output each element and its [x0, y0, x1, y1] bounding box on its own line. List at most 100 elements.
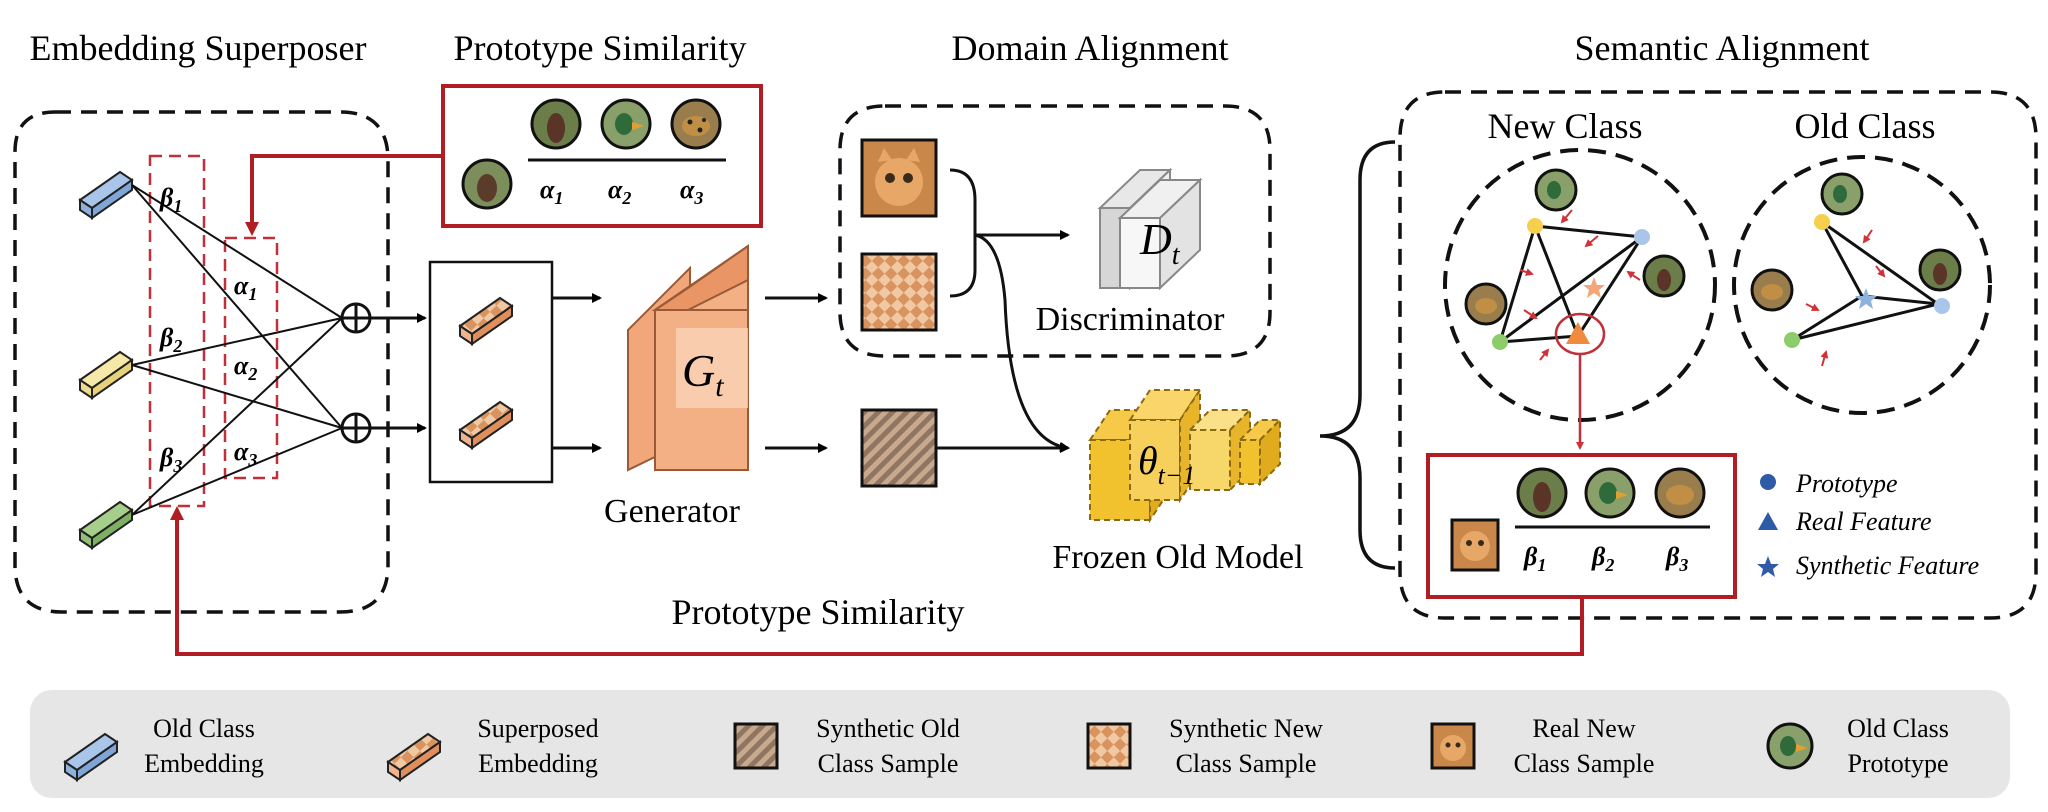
old-class-circle: [1732, 155, 1992, 415]
legend-real-triangle: [1758, 512, 1778, 530]
legend-synthetic-new-sample-icon: [1086, 722, 1132, 770]
beta-feedback-arrow: [170, 506, 1584, 656]
new-class-proto-1: [1534, 168, 1578, 212]
new-class-title: New Class: [1488, 106, 1643, 146]
bottom-prototype-2: [1584, 467, 1636, 519]
old-prototype-green: [1784, 332, 1800, 348]
beta-labels: β1 β2 β3: [159, 183, 182, 476]
alpha-column: [223, 236, 279, 480]
old-class-pull-arrows: [1805, 229, 1886, 367]
query-real-sample-icon: [1450, 518, 1500, 572]
synthetic-new-sample-image: [860, 252, 938, 332]
svg-text:α1: α1: [234, 271, 257, 304]
new-prototype-green: [1492, 334, 1508, 350]
real-feature-triangle: [1566, 322, 1590, 344]
legend-prototype-text: Prototype: [1795, 469, 1898, 498]
old-class-embedding-yellow: [78, 350, 134, 400]
real-new-sample-image: [860, 138, 938, 218]
legend-text-synth-new-line2: Class Sample: [1176, 749, 1317, 778]
legend-synthetic-text: Synthetic Feature: [1796, 551, 1979, 580]
theta-symbol: θt−1: [1138, 438, 1195, 490]
svg-text:α1: α1: [540, 175, 563, 208]
old-synthetic-feature-star: [1855, 288, 1877, 309]
semantic-alignment-title: Semantic Alignment: [1575, 28, 1870, 68]
sum-node-top: [340, 302, 372, 334]
old-class-title: Old Class: [1794, 106, 1935, 146]
synthetic-feature-star: [1583, 277, 1605, 298]
legend-synthetic-star: [1757, 556, 1779, 577]
svg-text:α3: α3: [234, 437, 257, 470]
svg-text:β3: β3: [159, 443, 182, 476]
old-class-embedding-green: [78, 500, 134, 550]
alpha-labels: α1 α2 α3: [234, 271, 257, 470]
legend-text-synth-old-line1: Synthetic Old: [816, 714, 960, 743]
bottom-prototype-1: [1516, 467, 1568, 519]
svg-text:α3: α3: [680, 175, 703, 208]
superposed-embedding-bottom: [458, 400, 514, 450]
query-prototype-icon: [461, 158, 513, 210]
legend-text-prototype-line1: Old Class: [1847, 714, 1949, 743]
discriminator-symbol: Dt: [1139, 215, 1181, 271]
generator-symbol: Gt: [682, 345, 724, 403]
prototype-icon-3: [670, 98, 722, 150]
beta-column: [148, 154, 206, 508]
legend-text-real-new-line1: Real New: [1532, 714, 1635, 743]
legend-text-old-class-embedding-line1: Old Class: [153, 714, 255, 743]
prototype-icon-2: [600, 98, 652, 150]
legend-real-new-sample-icon: [1430, 722, 1476, 770]
prototype-similarity-bottom-title: Prototype Similarity: [672, 592, 965, 632]
legend-prototype-dot: [1760, 474, 1776, 490]
new-class-pull-arrows: [1519, 209, 1641, 361]
svg-text:α2: α2: [608, 175, 631, 208]
new-prototype-blue: [1634, 229, 1650, 245]
generator-label: Generator: [604, 493, 741, 530]
svg-text:β3: β3: [1665, 542, 1688, 575]
prototype-icon-1: [530, 98, 582, 150]
old-class-embedding-blue: [78, 170, 134, 220]
legend-text-synth-old-line2: Class Sample: [818, 749, 959, 778]
svg-text:β1: β1: [1523, 542, 1546, 575]
new-class-proto-3: [1464, 282, 1508, 326]
domain-alignment-title: Domain Alignment: [952, 28, 1229, 68]
old-prototype-blue: [1934, 298, 1950, 314]
old-prototype-yellow: [1814, 214, 1830, 230]
sum-node-bottom: [340, 412, 372, 444]
new-prototype-yellow: [1527, 218, 1543, 234]
new-class-triangle: [1498, 224, 1645, 344]
legend-bar: [30, 690, 2010, 798]
domain-alignment-box: [838, 104, 1272, 358]
superposition-lines: [131, 184, 343, 516]
old-class-proto-2: [1918, 248, 1962, 292]
legend-real-text: Real Feature: [1795, 507, 1931, 536]
alpha-feedback-arrow: [245, 154, 443, 236]
legend-prototype-circle-icon: [1766, 722, 1814, 770]
legend-text-real-new-line2: Class Sample: [1514, 749, 1655, 778]
legend-blue-embedding-icon: [63, 732, 119, 782]
generator-block: [627, 244, 749, 472]
frozen-old-model-label: Frozen Old Model: [1052, 539, 1303, 576]
svg-text:β1: β1: [159, 183, 182, 216]
superposed-embedding-top: [458, 296, 514, 346]
old-class-proto-3: [1750, 268, 1794, 312]
old-class-triangle: [1791, 220, 1944, 342]
frozen-old-model-block: [1088, 386, 1283, 524]
embedding-superposer-title: Embedding Superposer: [30, 28, 367, 68]
semantic-brace: [1319, 140, 1396, 570]
legend-text-old-class-embedding-line2: Embedding: [144, 749, 264, 778]
alpha-denominators: α1 α2 α3: [540, 175, 703, 208]
legend-orange-embedding-icon: [386, 732, 442, 782]
discriminator-label: Discriminator: [1036, 301, 1226, 338]
new-class-proto-2: [1642, 254, 1686, 298]
legend-text-superposed-line1: Superposed: [477, 714, 598, 743]
prototype-similarity-title: Prototype Similarity: [454, 28, 747, 68]
legend-synthetic-old-sample-icon: [733, 722, 779, 770]
beta-denominators: β1 β2 β3: [1523, 542, 1688, 575]
embedding-superposer-box: [13, 110, 390, 614]
superposed-embedding-box: [428, 260, 554, 484]
svg-text:β2: β2: [1591, 542, 1614, 575]
discriminator-block: [1097, 167, 1203, 291]
synthetic-old-sample-image: [860, 408, 938, 488]
legend-text-superposed-line2: Embedding: [478, 749, 598, 778]
legend-text-prototype-line2: Prototype: [1847, 749, 1948, 778]
